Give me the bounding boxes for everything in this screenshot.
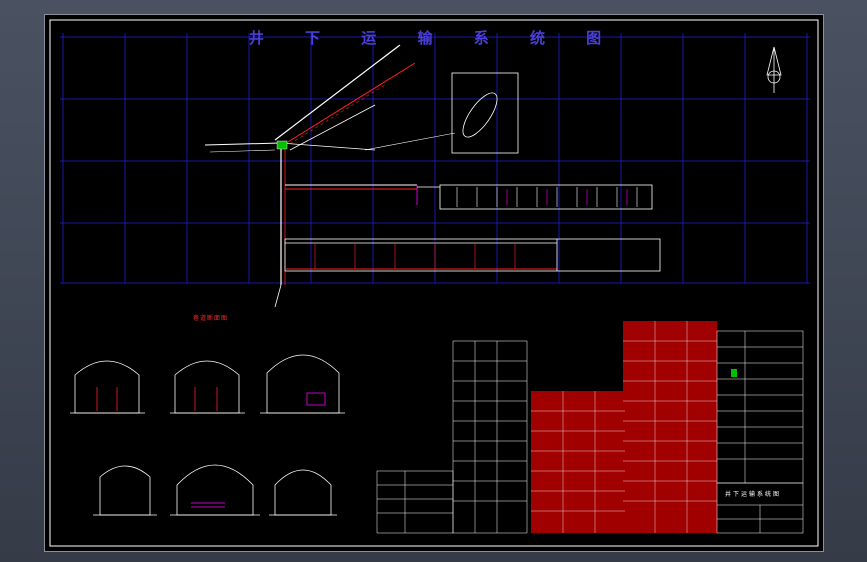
drawing-title: 井 下 运 输 系 统 图 xyxy=(248,29,620,47)
red-parameter-tables xyxy=(531,321,717,533)
lower-level-roadway xyxy=(284,238,661,272)
title-block xyxy=(716,482,804,534)
drawing-sheet: 井 下 运 输 系 统 图 巷道断面图 井下运输系统图 xyxy=(44,14,824,552)
north-arrow-icon xyxy=(766,46,782,93)
detail-inset xyxy=(364,72,519,154)
upper-level-roadway xyxy=(285,184,653,210)
main-shaft xyxy=(274,140,288,308)
drawing-border xyxy=(49,19,819,547)
section-subtitle: 巷道断面图 xyxy=(193,315,229,322)
coordinate-grid xyxy=(60,33,810,284)
equipment-tables xyxy=(376,340,528,534)
title-block-label: 井下运输系统图 xyxy=(725,491,782,498)
legend-table xyxy=(716,330,804,484)
roadway-cross-sections xyxy=(70,354,345,516)
drawing-canvas xyxy=(49,19,819,547)
inclined-shafts xyxy=(204,44,416,153)
